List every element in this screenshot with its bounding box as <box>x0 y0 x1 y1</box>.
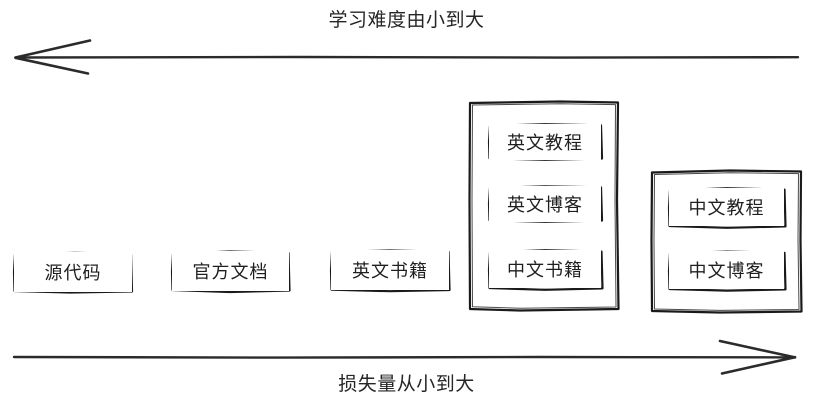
node-label: 中文博客 <box>688 261 765 281</box>
node-english-books[interactable]: 英文书籍 <box>331 250 449 290</box>
node-label: 官方文档 <box>192 262 269 282</box>
node-label: 英文博客 <box>507 195 583 215</box>
node-label: 中文教程 <box>688 198 765 218</box>
node-chinese-blog[interactable]: 中文博客 <box>669 251 784 289</box>
chinese-group-outline <box>650 169 803 314</box>
node-source-code[interactable]: 源代码 <box>14 252 132 292</box>
node-english-tutorial[interactable]: 英文教程 <box>489 124 601 160</box>
bottom-axis-label: 损失量从小到大 <box>338 374 475 395</box>
loss-axis-arrow <box>12 339 797 375</box>
node-chinese-books[interactable]: 中文书籍 <box>489 250 601 288</box>
node-english-blog[interactable]: 英文博客 <box>489 186 601 222</box>
node-label: 源代码 <box>44 263 102 283</box>
node-label: 英文教程 <box>507 133 583 153</box>
node-chinese-tutorial[interactable]: 中文教程 <box>669 188 784 226</box>
top-axis-label: 学习难度由小到大 <box>328 10 485 31</box>
node-label: 中文书籍 <box>507 260 583 280</box>
node-official-docs[interactable]: 官方文档 <box>172 251 289 291</box>
difficulty-axis-arrow <box>14 39 800 75</box>
node-label: 英文书籍 <box>352 261 428 281</box>
english-group-outline <box>468 100 620 312</box>
